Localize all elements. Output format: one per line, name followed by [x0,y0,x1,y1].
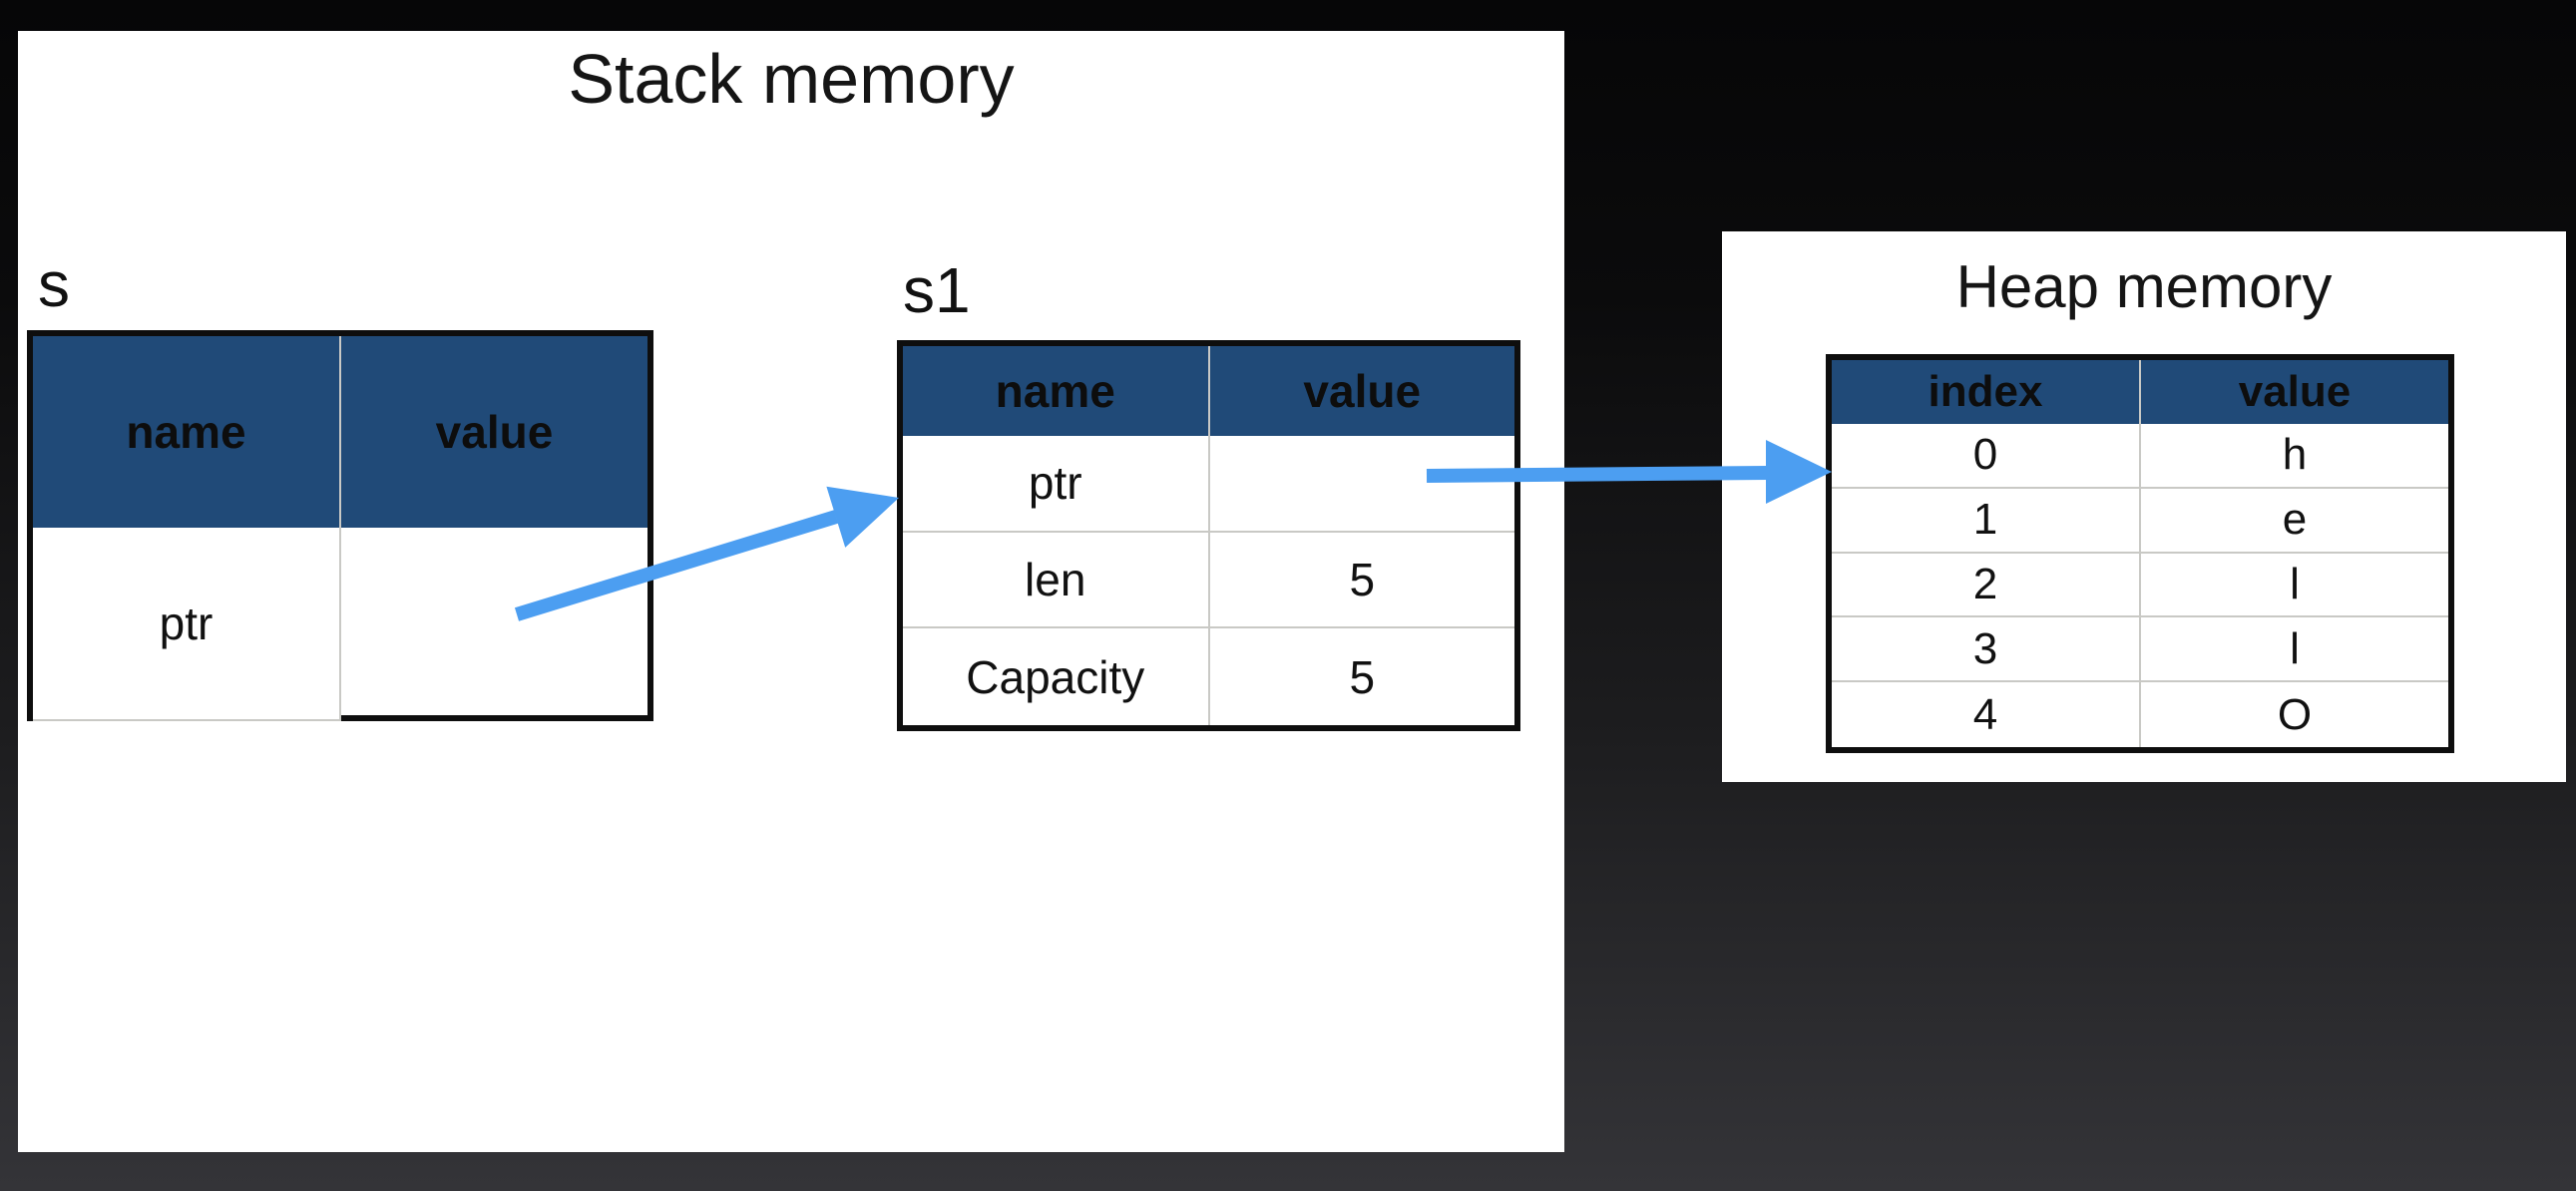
table-s1-header-name: name [903,346,1210,436]
table-heap-cell-2-value: l [2141,554,2448,618]
table-s-header: name value [33,336,647,528]
table-s1-row-ptr: ptr [903,436,1514,533]
table-s1-row-capacity: Capacity 5 [903,628,1514,726]
table-heap-header-value: value [2238,367,2352,416]
heap-memory-title: Heap memory [1955,253,2333,320]
table-heap-cell-1-index: 1 [1832,488,2141,554]
table-heap-cell-4-index: 4 [1832,682,2141,747]
table-s1-cell-ptr-value [1209,436,1514,533]
table-s-cell-ptr-value [341,528,647,721]
table-s1-cell-len-value: 5 [1209,533,1514,629]
table-heap-cell-0-value: h [2141,424,2448,489]
table-s1-header: name value [903,346,1514,436]
stack-memory-title: Stack memory [568,40,1015,118]
table-heap-cell-4-value: O [2277,689,2313,739]
table-heap-cell-3-index: 3 [1832,617,2141,683]
table-s-header-name: name [33,336,341,528]
table-heap-header-index: index [1832,360,2141,424]
table-s-row-ptr: ptr [33,528,647,721]
table-s1: name value ptr len 5 Capacity 5 [897,340,1520,731]
stack-memory-panel: Stack memory s name value ptr s1 name va… [18,31,1564,1152]
table-s1-cell-capacity-name: Capacity [903,628,1210,726]
table-heap-cell-1-value: e [2141,489,2448,554]
table-heap-row-2: 2 l [1832,553,2448,618]
table-s-header-value: value [435,406,554,458]
table-heap-cell-0-index: 0 [1832,424,2141,489]
table-heap-row-3: 3 l [1832,617,2448,683]
table-heap-cell-3-value: l [2141,617,2448,683]
table-heap-header: index value [1832,360,2448,424]
table-s: name value ptr [27,330,653,721]
table-heap-row-4: 4 O [1832,682,2448,747]
table-s1-row-len: len 5 [903,532,1514,629]
table-heap-cell-2-index: 2 [1832,553,2141,618]
variable-label-s1: s1 [903,254,971,326]
table-heap-row-0: 0 h [1832,424,2448,489]
table-s1-header-value: value [1303,365,1422,417]
table-s1-cell-len-name: len [903,532,1210,629]
table-s-cell-ptr-name: ptr [33,528,341,721]
table-s1-cell-ptr-name: ptr [903,436,1210,533]
table-heap-row-1: 1 e [1832,488,2448,554]
variable-label-s: s [38,248,70,320]
table-s1-cell-capacity-value: 5 [1349,650,1376,703]
table-heap: index value 0 h 1 e 2 l 3 l 4 O [1826,354,2454,753]
heap-memory-panel: Heap memory index value 0 h 1 e 2 l 3 l [1722,231,2566,782]
